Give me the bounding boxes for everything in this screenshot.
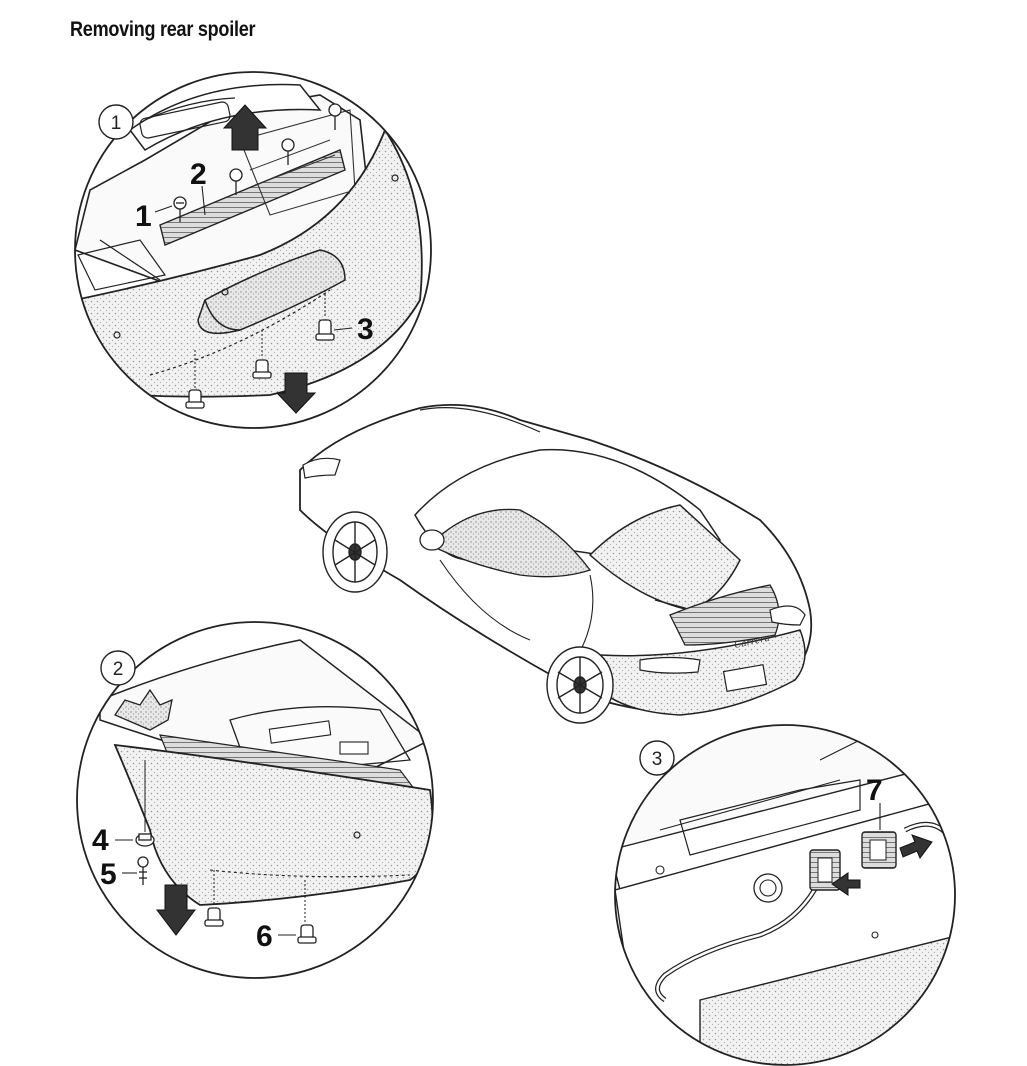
connector-plug-7 <box>861 831 897 869</box>
callout-6: 6 <box>256 920 273 953</box>
car-illustration: Carrera <box>299 404 813 724</box>
callout-2: 2 <box>190 158 207 191</box>
detail-2-circle: 2 4 5 6 <box>76 621 434 979</box>
screw-6 <box>297 924 317 944</box>
screw-bottom-c <box>204 907 224 927</box>
screw-bottom-b <box>185 389 205 409</box>
screw-1 <box>173 196 187 222</box>
screw-top-a <box>229 168 243 195</box>
callout-3: 3 <box>357 313 374 346</box>
step-label-2: 2 <box>113 659 124 680</box>
screw-bottom-a <box>252 359 272 379</box>
callout-1: 1 <box>135 200 152 233</box>
page-title: Removing rear spoiler <box>70 18 256 41</box>
step-label-1: 1 <box>111 113 122 134</box>
detail-1-circle: 1 1 2 3 <box>74 71 432 429</box>
screw-top-b <box>281 138 295 165</box>
step-label-3: 3 <box>652 749 663 770</box>
callout-4: 4 <box>92 824 109 857</box>
clip-4 <box>135 833 155 847</box>
detail-3-circle: 3 7 <box>614 724 956 1066</box>
connector-socket <box>809 849 841 891</box>
callout-5: 5 <box>100 858 117 891</box>
screw-top-c <box>328 103 342 130</box>
callout-7: 7 <box>866 774 883 807</box>
screw-3 <box>315 319 335 341</box>
screw-5 <box>137 856 149 885</box>
